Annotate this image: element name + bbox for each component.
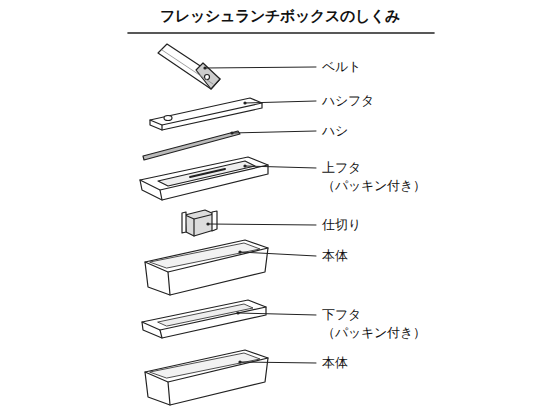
body-part bbox=[145, 240, 268, 295]
chopsticks-part bbox=[143, 131, 240, 160]
chopstick-lid-part bbox=[150, 98, 262, 130]
part-label: 本体 bbox=[322, 354, 452, 372]
part-label: ハシフタ bbox=[322, 92, 452, 110]
part-label: 上フタ （パッキン付き） bbox=[322, 159, 452, 195]
part-label: 仕切り bbox=[322, 216, 452, 234]
upper-lid-part bbox=[140, 157, 268, 200]
leader-lines bbox=[205, 67, 316, 363]
part-label: ハシ bbox=[322, 122, 452, 140]
belt-part bbox=[158, 44, 220, 89]
part-label: 下フタ （パッキン付き） bbox=[322, 306, 452, 342]
lower-lid-part bbox=[142, 300, 266, 338]
part-label: 本体 bbox=[322, 247, 452, 265]
diagram-title: フレッシュランチボックスのしくみ bbox=[0, 7, 560, 25]
part-label: ベルト bbox=[322, 58, 452, 76]
leader-dots bbox=[203, 66, 246, 363]
body-part bbox=[145, 350, 268, 405]
title-underline bbox=[128, 32, 434, 34]
divider-part bbox=[182, 210, 217, 236]
